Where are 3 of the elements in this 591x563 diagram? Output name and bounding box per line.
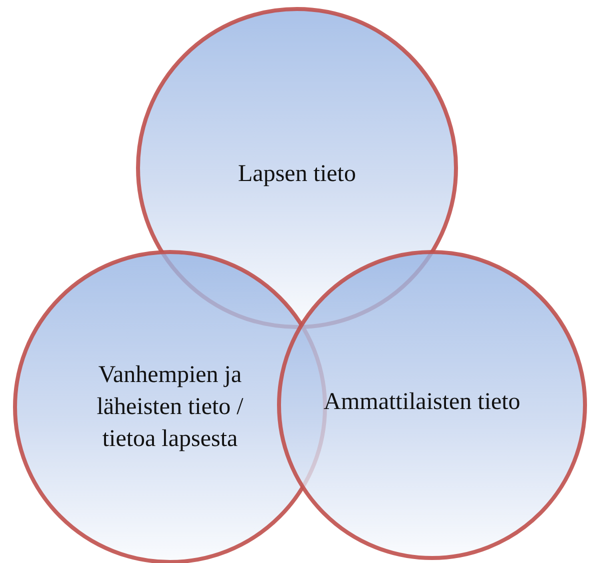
circle-label: Vanhempien ja läheisten tieto / tietoa lapsesta <box>96 361 244 454</box>
circle-label: Ammattilaisten tieto <box>322 388 522 417</box>
circle-label: Lapsen tieto <box>237 160 357 189</box>
